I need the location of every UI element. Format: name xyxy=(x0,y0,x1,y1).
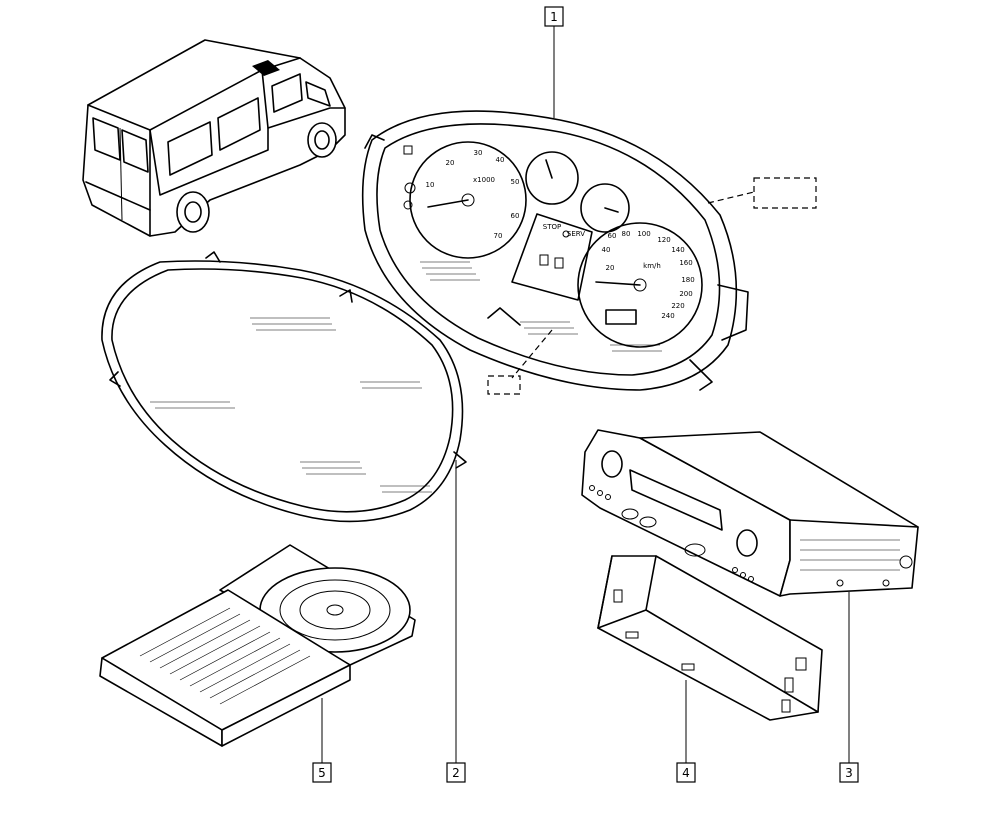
speedo-tick-200: 200 xyxy=(679,290,692,298)
speedo-tick-140: 140 xyxy=(671,246,684,254)
tacho-tick-60: 60 xyxy=(511,212,520,220)
svg-text:3: 3 xyxy=(845,766,853,780)
callout-2: 2 xyxy=(446,762,466,783)
tacho-unit: x1000 xyxy=(473,176,495,184)
speedo-tick-220: 220 xyxy=(671,302,684,310)
tacho-tick-40: 40 xyxy=(496,156,505,164)
svg-text:4: 4 xyxy=(682,766,690,780)
radio-mounting-frame xyxy=(597,555,823,721)
svg-text:2: 2 xyxy=(452,766,460,780)
speedo-tick-20: 20 xyxy=(606,264,615,272)
callout-3: 3 xyxy=(839,762,859,783)
callout-1: 1 xyxy=(544,6,564,27)
callout-5: 5 xyxy=(312,762,332,783)
software-cd-pack xyxy=(99,544,416,747)
svg-text:1: 1 xyxy=(550,10,558,24)
tacho-tick-10: 10 xyxy=(426,181,435,189)
svg-text:5: 5 xyxy=(318,766,326,780)
tacho-tick-50: 50 xyxy=(511,178,520,186)
speedo-tick-80: 80 xyxy=(622,230,631,238)
callout-4: 4 xyxy=(676,762,696,783)
speedo-tick-160: 160 xyxy=(679,259,692,267)
van-illustration xyxy=(82,39,346,237)
speedo-unit: km/h xyxy=(643,262,661,270)
cluster-glass xyxy=(101,251,467,523)
tacho-tick-30: 30 xyxy=(474,149,483,157)
speedo-tick-240: 240 xyxy=(661,312,674,320)
speedo-tick-40: 40 xyxy=(602,246,611,254)
warning-serv-label: SERV xyxy=(567,230,585,238)
instrument-cluster: 10 20 30 40 50 60 70 x1000 20 40 60 80 1… xyxy=(361,110,817,395)
warning-stop-label: STOP xyxy=(543,223,561,231)
speedo-tick-60: 60 xyxy=(608,232,617,240)
speedo-tick-180: 180 xyxy=(681,276,694,284)
radio-unit xyxy=(581,429,919,597)
leader-lines xyxy=(321,26,850,763)
tacho-tick-20: 20 xyxy=(446,159,455,167)
speedo-tick-120: 120 xyxy=(657,236,670,244)
speedo-tick-100: 100 xyxy=(637,230,650,238)
tacho-tick-70: 70 xyxy=(494,232,503,240)
